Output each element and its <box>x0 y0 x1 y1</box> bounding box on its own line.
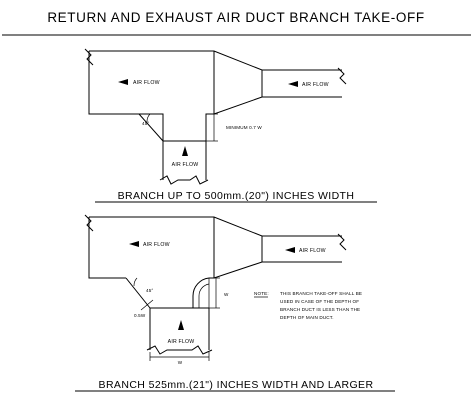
height-dim-label: W <box>224 292 229 297</box>
radius-leader <box>140 299 154 311</box>
width-dim-label: W <box>178 360 183 365</box>
angle-arc <box>133 277 138 287</box>
note-heading: NOTE: <box>254 291 269 296</box>
main-duct-wall-lower-left <box>88 217 126 279</box>
break-mark-left <box>84 214 94 232</box>
note-line: DEPTH OF MAIN DUCT. <box>280 315 334 320</box>
note-line: BRANCH DUCT IS LESS THAN THE <box>280 307 360 312</box>
break-mark-branch <box>159 175 209 185</box>
note-line: THIS BRANCH TAKE-OFF SHALL BE <box>280 291 362 296</box>
branch-45deg-shoe <box>125 277 151 309</box>
main-duct-airflow-label: AIR FLOW <box>133 80 160 86</box>
angle-arc <box>146 113 151 123</box>
detail-2-caption: BRANCH 525mm.(21") INCHES WIDTH AND LARG… <box>99 379 374 391</box>
airflow-arrow-main <box>118 79 128 85</box>
min-dimension-note: MINIMUM 0.7 W <box>226 125 262 130</box>
airflow-arrow-branch <box>182 146 188 156</box>
radius-label: 0.5W <box>134 313 146 318</box>
airflow-arrow-outlet <box>288 81 298 87</box>
main-duct-wall-lower-right <box>209 261 342 279</box>
main-duct-wall-upper <box>89 216 342 237</box>
airflow-arrow-branch <box>178 320 184 330</box>
break-mark-right <box>337 233 347 251</box>
break-mark-branch <box>146 345 213 355</box>
break-mark-right <box>337 67 347 85</box>
detail-1-caption: BRANCH UP TO 500mm.(20") INCHES WIDTH <box>118 190 355 202</box>
airflow-arrow-outlet <box>285 247 295 253</box>
main-duct-wall-upper <box>89 50 342 71</box>
break-mark-left <box>84 48 94 66</box>
drawing-title: RETURN AND EXHAUST AIR DUCT BRANCH TAKE-… <box>47 10 424 25</box>
main-duct-wall-lower-left <box>88 51 164 141</box>
angle-label: 45° <box>142 121 149 126</box>
detail-1: 45° MINIMUM 0.7 W AIR FLOW AIR FLOW AIR … <box>84 48 377 203</box>
turning-vane <box>198 283 210 308</box>
branch-radius-elbow <box>192 277 210 308</box>
main-duct-airflow-label: AIR FLOW <box>143 242 170 248</box>
branch-airflow-label: AIR FLOW <box>172 162 199 168</box>
outlet-airflow-label: AIR FLOW <box>302 82 329 88</box>
detail-2: 45° 0.5W W W AIR FLOW AIR FLOW AIR FLOW … <box>75 214 395 392</box>
note-line: USED IN CASE OF THE DEPTH OF <box>280 299 359 304</box>
outlet-airflow-label: AIR FLOW <box>299 248 326 254</box>
airflow-arrow-main <box>129 241 139 247</box>
branch-airflow-label: AIR FLOW <box>168 339 195 345</box>
angle-label: 45° <box>146 288 153 293</box>
branch-45deg-shoe <box>138 113 164 142</box>
main-duct-wall-lower-right <box>205 96 342 141</box>
